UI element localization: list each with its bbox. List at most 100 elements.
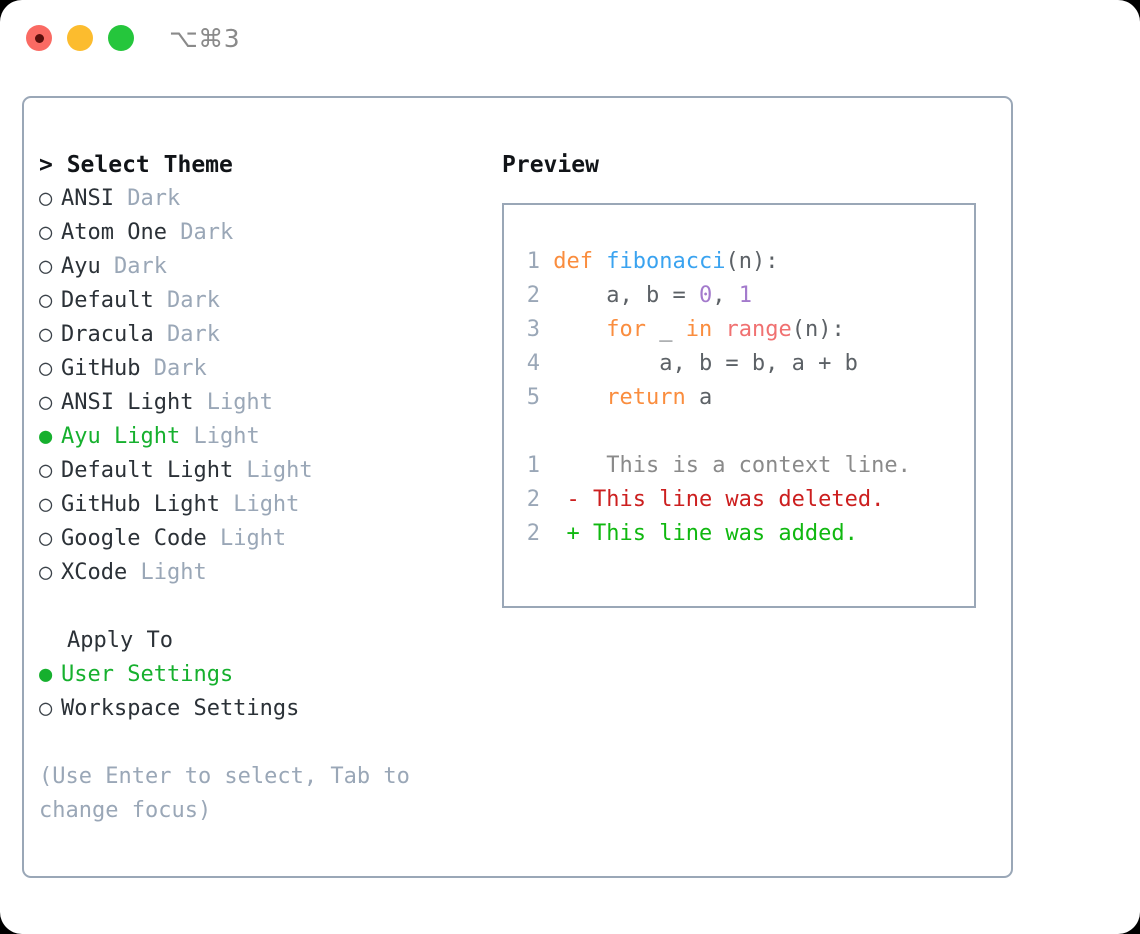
code-token-plain: a — [698, 385, 713, 410]
line-number: 5 — [526, 385, 540, 410]
code-token-kw: return — [540, 385, 699, 410]
maximize-button[interactable] — [108, 25, 134, 51]
line-number: 2 — [526, 521, 540, 546]
theme-option-ansi-light[interactable]: ○ ANSI Light Light — [39, 386, 479, 420]
theme-option-google-code[interactable]: ○Google Code Light — [39, 522, 479, 556]
code-token-plain: , — [712, 283, 739, 308]
theme-name: ANSI — [61, 186, 114, 211]
theme-option-default-light[interactable]: ○ Default Light Light — [39, 454, 479, 488]
theme-kind-badge: Dark — [100, 254, 167, 279]
radio-selected-icon: ● — [39, 662, 53, 687]
theme-name: XCode — [61, 560, 128, 585]
diff-marker: + — [540, 521, 593, 546]
diff-marker — [540, 453, 593, 478]
theme-name: ANSI Light — [61, 390, 194, 415]
content-card: > Select Theme ○ANSI Dark○Atom One Dark○… — [22, 96, 1013, 878]
theme-name: Ayu — [61, 254, 101, 279]
code-token-kw: def — [540, 249, 607, 274]
radio-unselected-icon: ○ — [39, 458, 53, 483]
code-line: 2 a, b = 0, 1 — [504, 279, 974, 313]
theme-kind-badge: Light — [127, 560, 207, 585]
close-button[interactable] — [26, 25, 52, 51]
code-line: 1 def fibonacci(n): — [504, 245, 974, 279]
theme-kind-badge: Light — [233, 458, 313, 483]
radio-unselected-icon: ○ — [39, 288, 53, 313]
theme-name: Atom One — [61, 220, 167, 245]
line-number: 2 — [526, 487, 540, 512]
radio-unselected-icon: ○ — [39, 492, 53, 517]
theme-option-github[interactable]: ○GitHub Dark — [39, 352, 479, 386]
diff-line-ctx: 1 This is a context line. — [504, 449, 974, 483]
apply-to-name: User Settings — [61, 662, 234, 687]
radio-unselected-icon: ○ — [39, 322, 53, 347]
diff-marker: - — [540, 487, 593, 512]
line-number: 1 — [526, 249, 540, 274]
keyboard-hint-text: (Use Enter to select, Tab to change focu… — [39, 764, 424, 823]
theme-option-ayu[interactable]: ○Ayu Dark — [39, 250, 479, 284]
code-token-plain: a, b = — [540, 283, 699, 308]
traffic-light-buttons — [26, 25, 134, 51]
spacer — [39, 590, 479, 624]
keyboard-shortcut-label: ⌥⌘3 — [169, 24, 241, 53]
line-number: 3 — [526, 317, 540, 342]
radio-unselected-icon: ○ — [39, 186, 53, 211]
diff-text: This line was added. — [592, 521, 858, 546]
radio-unselected-icon: ○ — [39, 356, 53, 381]
theme-option-ayu-light[interactable]: ● Ayu Light Light — [39, 420, 479, 454]
theme-option-atom-one[interactable]: ○Atom One Dark — [39, 216, 479, 250]
radio-unselected-icon: ○ — [39, 390, 53, 415]
theme-name: Dracula — [61, 322, 154, 347]
theme-name: Ayu Light — [61, 424, 181, 449]
code-line: 3 for _ in range(n): — [504, 313, 974, 347]
radio-selected-icon: ● — [39, 424, 53, 449]
theme-kind-badge: Dark — [153, 322, 220, 347]
code-line: 5 return a — [504, 381, 974, 415]
theme-option-github-light[interactable]: ○ GitHub Light Light — [39, 488, 479, 522]
theme-name: Default Light — [61, 458, 234, 483]
code-token-plain: a, b = b, a + b — [540, 351, 858, 376]
radio-unselected-icon: ○ — [39, 560, 53, 585]
code-token-plain: (n): — [725, 249, 779, 274]
apply-to-list: ● User Settings ○Workspace Settings — [39, 658, 479, 726]
page-title: > Select Theme — [39, 152, 233, 178]
theme-kind-badge: Light — [219, 492, 300, 517]
diff-line-del: 2 - This line was deleted. — [504, 483, 974, 517]
apply-to-option-user-settings[interactable]: ● User Settings — [39, 658, 479, 692]
theme-option-default[interactable]: ○ Default Dark — [39, 284, 479, 318]
code-token-plain: (n): — [791, 317, 845, 342]
theme-selector-pane: > Select Theme ○ANSI Dark○Atom One Dark○… — [39, 148, 479, 828]
code-token-kw: for — [540, 317, 660, 342]
title-bar: ⌥⌘3 — [0, 0, 1140, 78]
diff-text: This is a context line. — [592, 453, 911, 478]
theme-option-ansi[interactable]: ○ ANSI Dark — [39, 182, 479, 216]
theme-list: ○ANSI Dark○Atom One Dark○Ayu Dark○Defaul… — [39, 182, 479, 590]
code-token-call: range — [725, 317, 792, 342]
theme-option-dracula[interactable]: ○ Dracula Dark — [39, 318, 479, 352]
theme-name: GitHub Light — [61, 492, 220, 517]
theme-option-xcode[interactable]: ○ XCode Light — [39, 556, 479, 590]
code-token-plain: _ — [659, 317, 686, 342]
code-token-kw: in — [685, 317, 726, 342]
code-spacer — [504, 415, 974, 449]
code-token-num: 0 — [698, 283, 713, 308]
line-number: 1 — [526, 453, 540, 478]
theme-kind-badge: Light — [193, 390, 273, 415]
apply-to-option-workspace-settings[interactable]: ○Workspace Settings — [39, 692, 479, 726]
theme-kind-badge: Light — [180, 424, 260, 449]
minimize-button[interactable] — [67, 25, 93, 51]
code-token-num: 1 — [738, 283, 752, 308]
diff-text: This line was deleted. — [592, 487, 885, 512]
theme-kind-badge: Dark — [113, 186, 181, 211]
line-number: 4 — [526, 351, 540, 376]
preview-pane: Preview 1 def fibonacci(n):2 a, b = 0, 1… — [502, 148, 992, 608]
preview-title: Preview — [502, 152, 599, 178]
theme-name: Default — [61, 288, 154, 313]
apply-to-name: Workspace Settings — [61, 696, 300, 721]
code-line: 4 a, b = b, a + b — [504, 347, 974, 381]
diff-line-add: 2 + This line was added. — [504, 517, 974, 551]
theme-kind-badge: Dark — [153, 288, 220, 313]
theme-name: Google Code — [61, 526, 207, 551]
